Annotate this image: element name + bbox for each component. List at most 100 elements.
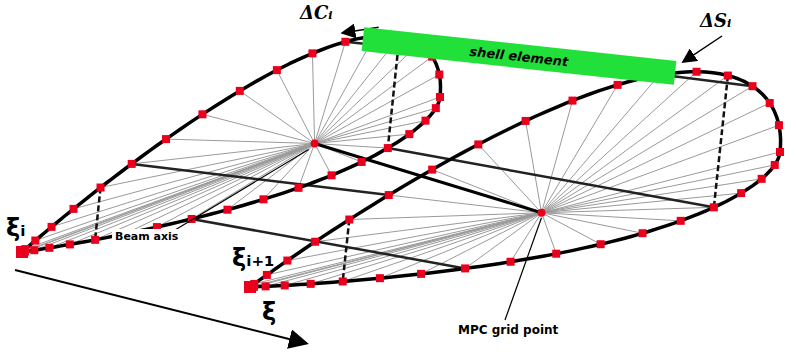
mpc-spoke: [526, 121, 542, 213]
spar-line: [714, 76, 728, 208]
mpc-spoke: [267, 213, 542, 275]
grid-point: [97, 184, 105, 192]
grid-point: [461, 264, 469, 272]
mpc-label: MPC grid point: [455, 322, 561, 338]
grid-point: [405, 130, 413, 138]
mpc-spoke: [315, 121, 426, 144]
mpc-spoke: [542, 125, 779, 213]
mpc-spoke: [542, 213, 601, 244]
grid-point: [758, 175, 766, 183]
grid-point: [328, 171, 336, 179]
mpc-spoke: [277, 70, 315, 143]
mpc-leader: [505, 218, 542, 320]
mpc-spoke: [542, 72, 697, 213]
mpc-spoke: [74, 144, 315, 209]
grid-point: [766, 99, 774, 107]
delta-c-label: ΔCᵢ: [300, 2, 333, 23]
grid-point: [776, 148, 784, 156]
beam-axis-line: [315, 144, 542, 213]
grid-point: [376, 274, 384, 282]
grid-point: [31, 237, 39, 245]
grid-point: [749, 82, 757, 90]
section-coordinate: ξᵢ: [6, 214, 25, 242]
shell-edge-line: [388, 148, 714, 207]
axis-label: ξ: [262, 298, 276, 326]
grid-point: [307, 280, 315, 288]
grid-point: [428, 166, 436, 174]
grid-point: [507, 258, 515, 266]
grid-point: [259, 195, 267, 203]
grid-point: [339, 277, 347, 285]
mpc-spoke: [315, 42, 346, 144]
shell-element-band: shell element: [362, 27, 677, 85]
grid-point: [436, 93, 444, 101]
grid-point: [262, 282, 270, 290]
mpc-spoke: [542, 85, 618, 213]
grid-point: [91, 236, 99, 244]
grid-point: [345, 216, 353, 224]
mpc-spoke: [312, 53, 314, 143]
beam-axis-label: Beam axis: [112, 229, 181, 244]
mpc-spoke: [35, 144, 314, 241]
grid-point: [384, 144, 392, 152]
section-coordinate: ξᵢ₊₁: [232, 244, 275, 272]
grid-point: [223, 206, 231, 214]
xi-axis: [15, 270, 305, 343]
grid-point: [66, 240, 74, 248]
shell-element-text: shell element: [469, 43, 569, 69]
grid-point: [710, 203, 718, 211]
mpc-spoke: [202, 114, 314, 143]
grid-point: [70, 205, 78, 213]
mpc-spoke: [52, 144, 315, 227]
delta-s-label: ΔSᵢ: [700, 10, 731, 31]
mpc-spoke: [315, 36, 375, 143]
airfoil-section: [22, 36, 441, 252]
grid-point: [552, 250, 560, 258]
grid-point: [417, 270, 425, 278]
grid-point: [263, 271, 271, 279]
mpc-spoke: [511, 213, 542, 262]
mpc-spoke: [157, 144, 315, 228]
grid-point: [30, 246, 38, 254]
mpc-spoke: [542, 165, 775, 213]
grid-point: [474, 140, 482, 148]
grid-point: [311, 238, 319, 246]
grid-point: [273, 66, 281, 74]
grid-point: [639, 229, 647, 237]
grid-point: [724, 72, 732, 80]
grid-point: [432, 104, 440, 112]
grid-point: [569, 97, 577, 105]
spar-line: [95, 188, 100, 240]
mpc-grid-point: [538, 209, 546, 217]
airfoil-section: [250, 72, 781, 287]
mpc-spoke: [124, 144, 314, 235]
beam-axis-leader: [175, 150, 309, 231]
mpc-spoke: [95, 144, 314, 240]
spar-line: [343, 220, 350, 282]
grid-point: [294, 184, 302, 192]
grid-point: [597, 240, 605, 248]
grid-point: [775, 121, 783, 129]
grid-point: [45, 244, 53, 252]
mpc-spoke: [315, 75, 440, 144]
mpc-spoke: [542, 193, 742, 213]
grid-point: [614, 81, 622, 89]
trailing-edge-point: [244, 281, 256, 293]
grid-point: [48, 223, 56, 231]
mpc-spoke: [542, 101, 573, 213]
grid-point: [435, 71, 443, 79]
grid-point: [198, 110, 206, 118]
grid-point: [522, 117, 530, 125]
mpc-spoke: [240, 91, 315, 144]
mpc-spoke: [542, 213, 681, 221]
grid-point: [236, 87, 244, 95]
grid-point: [771, 161, 779, 169]
mpc-spoke: [389, 195, 542, 213]
grid-point: [677, 217, 685, 225]
grid-point: [308, 49, 316, 57]
grid-point: [737, 189, 745, 197]
grid-point: [281, 281, 289, 289]
mpc-grid-point: [311, 140, 319, 148]
delta-s-leader: [684, 36, 722, 61]
trailing-edge-point: [16, 246, 28, 258]
